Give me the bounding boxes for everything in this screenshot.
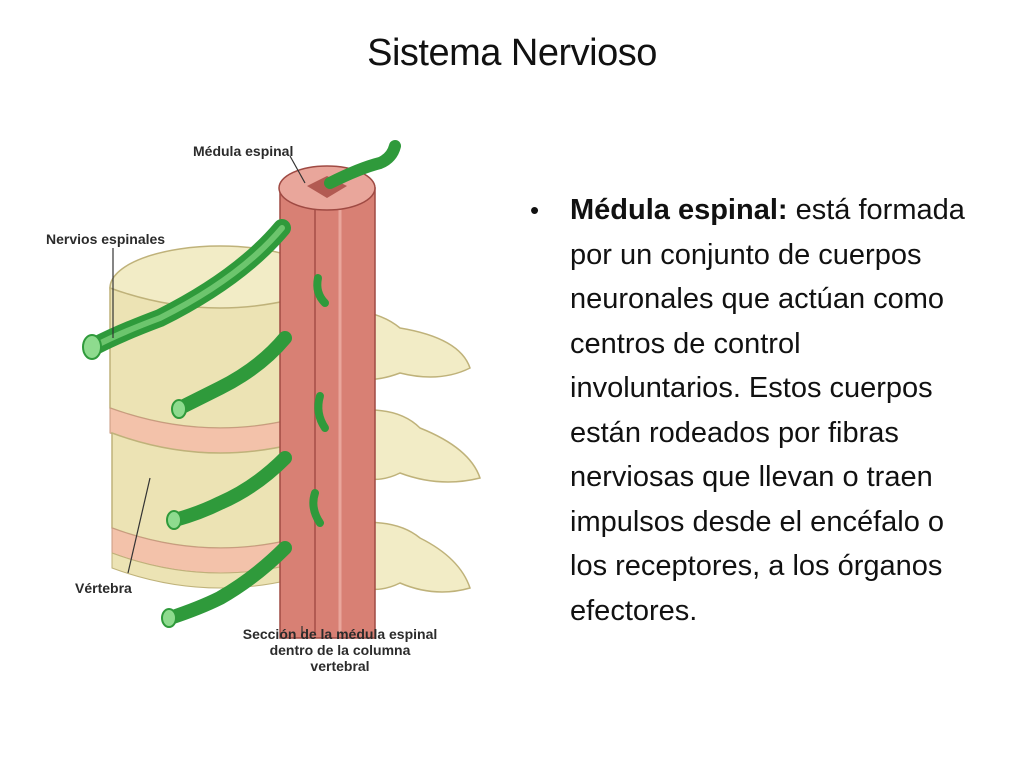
spinal-cord <box>278 165 376 639</box>
label-medula-espinal: Médula espinal <box>193 143 294 159</box>
leader-lines <box>112 155 306 634</box>
bullet-body: está formada por un conjunto de cuerpos … <box>570 194 965 627</box>
nerve-ends <box>82 334 187 628</box>
label-seccion: Sección de la médula espinal dentro de l… <box>242 626 438 674</box>
bullet-item: • Médula espinal: está formada por un co… <box>530 188 970 633</box>
bullet-list: • Médula espinal: está formada por un co… <box>530 188 970 633</box>
bullet-term: Médula espinal: <box>570 194 788 226</box>
spinal-nerves <box>86 140 401 625</box>
slide-title: Sistema Nervioso <box>367 32 657 74</box>
bullet-text: Médula espinal: está formada por un conj… <box>570 188 970 633</box>
label-vertebra: Vértebra <box>75 580 132 596</box>
bullet-marker: • <box>530 195 540 225</box>
spinal-cord-illustration <box>40 128 510 688</box>
spinal-cord-drawing <box>82 140 481 639</box>
label-nervios-espinales: Nervios espinales <box>46 231 166 247</box>
